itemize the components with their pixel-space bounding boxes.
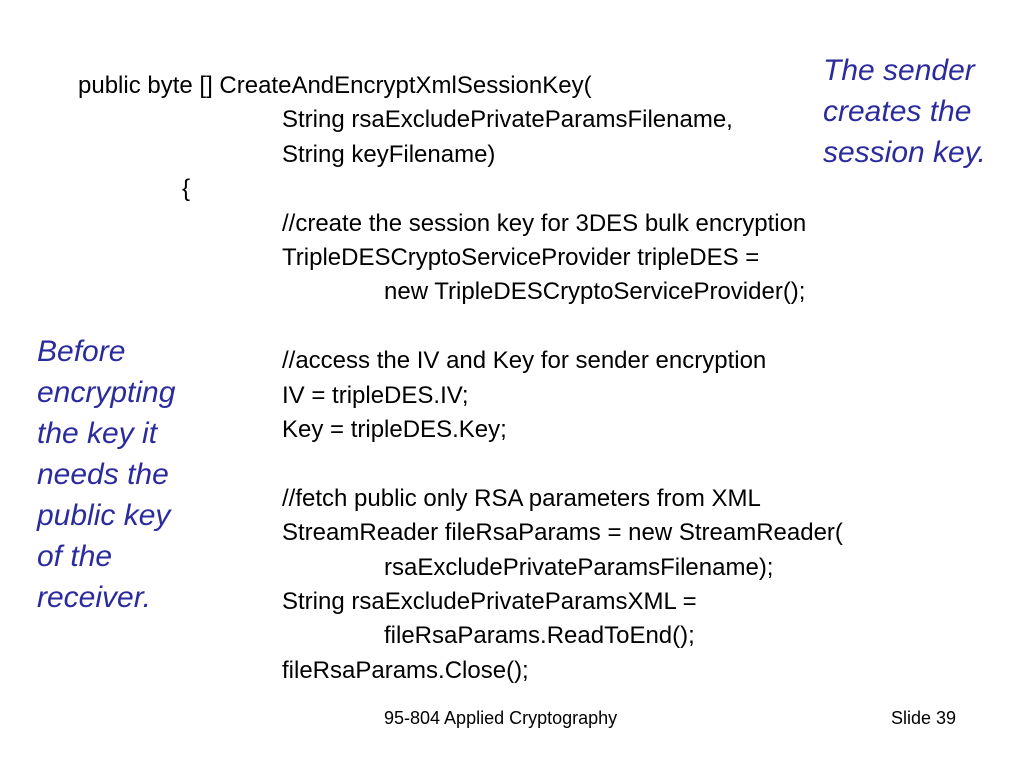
footer-course-title: 95-804 Applied Cryptography [384,708,618,728]
code-line: IV = tripleDES.IV; [282,381,469,409]
code-line: fileRsaParams.Close(); [282,656,529,684]
code-line: { [182,175,191,203]
note-line: the key it [37,417,158,450]
code-line: //fetch public only RSA parameters from … [282,484,761,512]
code-line: //access the IV and Key for sender encry… [282,347,767,375]
note-line: The sender [823,54,975,87]
note-line: public key [37,499,171,532]
note-line: Before [37,335,126,368]
code-line: Key = tripleDES.Key; [282,416,507,443]
note-line: needs the [37,458,169,491]
code-line: fileRsaParams.ReadToEnd(); [384,622,695,650]
code-line: //create the session key for 3DES bulk e… [282,209,807,237]
code-line: String rsaExcludePrivateParamsFilename, [282,106,733,134]
note-line: of the [37,540,113,573]
note-line: creates the [823,95,972,128]
footer-slide-number: Slide 39 [891,708,957,728]
code-line: TripleDESCryptoServiceProvider tripleDES… [282,244,760,271]
code-line: String rsaExcludePrivateParamsXML = [282,588,697,615]
note-line: session key. [823,136,986,169]
note-line: encrypting [37,376,176,409]
note-line: receiver. [37,581,151,614]
note-sender: The sender creates the session key. [823,50,986,173]
code-line: public byte [] CreateAndEncryptXmlSessio… [78,72,592,99]
code-line: rsaExcludePrivateParamsFilename); [384,553,774,581]
code-line: new TripleDESCryptoServiceProvider(); [384,278,806,306]
code-line: StreamReader fileRsaParams = new StreamR… [282,519,843,547]
note-receiver: Before encrypting the key it needs the publi… [37,331,175,618]
code-line: String keyFilename) [282,140,496,168]
